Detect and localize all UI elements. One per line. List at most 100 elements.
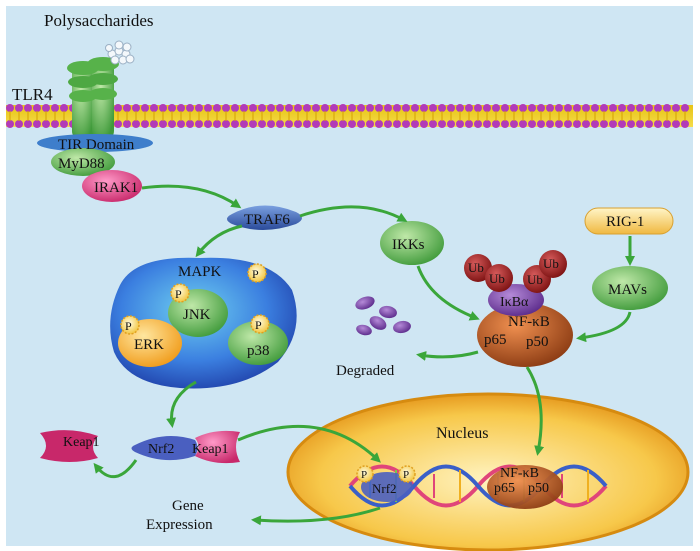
irak1-shape (82, 170, 142, 202)
lipid-head (483, 104, 491, 112)
lipid-head (276, 120, 284, 128)
lipid-head (348, 104, 356, 112)
rig1-label: RIG-1 (606, 214, 644, 230)
lipid-head (204, 120, 212, 128)
lipid-head (42, 120, 50, 128)
phospho-marker-mapk (247, 263, 267, 283)
lipid-head (384, 120, 392, 128)
tir-domain-shape (37, 134, 153, 152)
lipid-head (627, 104, 635, 112)
lipid-head (294, 104, 302, 112)
lipid-head (591, 120, 599, 128)
lipid-head (609, 120, 617, 128)
lipid-head (249, 104, 257, 112)
lipid-head (294, 120, 302, 128)
myd88-shape (51, 148, 115, 176)
gene-label-line2: Expression (146, 517, 213, 533)
keap1-bound-label: Keap1 (192, 442, 229, 457)
lipid-head (366, 104, 374, 112)
lipid-head (510, 104, 518, 112)
lipid-head (519, 120, 527, 128)
lipid-head (321, 104, 329, 112)
phospho-marker-erk (120, 315, 140, 335)
lipid-head (204, 104, 212, 112)
lipid-head (438, 104, 446, 112)
lipid-head (24, 104, 32, 112)
lipid-head (663, 104, 671, 112)
p-label-jnk: P (175, 287, 182, 301)
lipid-head (537, 104, 545, 112)
lipid-head (132, 120, 140, 128)
lipid-head (528, 120, 536, 128)
lipid-head (510, 120, 518, 128)
ub-label-4: Ub (543, 256, 559, 271)
lipid-head (339, 104, 347, 112)
rig1-shape (584, 207, 674, 235)
lipid-head (339, 120, 347, 128)
ikks-label: IKKs (392, 237, 425, 253)
arrow-keap1-release (93, 459, 138, 478)
phospho-marker-nrf2-left (356, 465, 374, 483)
lipid-head (123, 104, 131, 112)
ikba-label: IκBα (500, 295, 529, 310)
tlr4-label: TLR4 (12, 85, 53, 104)
nucleus-nrf2-label: Nrf2 (372, 481, 397, 496)
lipid-head (564, 104, 572, 112)
lipid-head (132, 104, 140, 112)
lipid-head (15, 104, 23, 112)
lipid-head (402, 104, 410, 112)
traf6-label: TRAF6 (244, 212, 290, 228)
lipid-head (672, 104, 680, 112)
lipid-head (654, 120, 662, 128)
lipid-head (519, 104, 527, 112)
lipid-head (15, 120, 23, 128)
lipid-head (141, 120, 149, 128)
nucleus-p50-label: p50 (528, 481, 549, 496)
lipid-head (222, 104, 230, 112)
arrow-gene-expression (251, 506, 381, 526)
lipid-head (420, 120, 428, 128)
lipid-head (51, 120, 59, 128)
lipid-head (429, 120, 437, 128)
lipid-head (330, 104, 338, 112)
myd88-label: MyD88 (58, 156, 105, 172)
ikks-shape (380, 221, 444, 265)
p-label-nrf2-left: P (361, 469, 367, 481)
lipid-head (60, 120, 68, 128)
lipid-head (474, 104, 482, 112)
irak1-label: IRAK1 (94, 180, 138, 196)
arrow-traf6-ikks (299, 205, 408, 222)
lipid-head (600, 104, 608, 112)
lipid-head (582, 120, 590, 128)
lipid-head (447, 104, 455, 112)
lipid-head (186, 120, 194, 128)
arrow-mapk-nrf2 (166, 380, 197, 428)
lipid-head (249, 120, 257, 128)
nucleus-nfkb-shape (487, 465, 563, 509)
lipid-head (375, 104, 383, 112)
lipid-head (465, 120, 473, 128)
ub-label-3: Ub (527, 272, 543, 287)
lipid-head (357, 104, 365, 112)
lipid-head (555, 104, 563, 112)
ub-label-2: Ub (489, 271, 505, 286)
degraded-label: Degraded (336, 363, 395, 379)
lipid-head (168, 104, 176, 112)
lipid-head (312, 104, 320, 112)
lipid-head (312, 120, 320, 128)
lipid-head (51, 104, 59, 112)
p38-label: p38 (247, 343, 270, 359)
lipid-head (627, 120, 635, 128)
lipid-head (636, 104, 644, 112)
nucleus-p65-label: p65 (494, 481, 515, 496)
lipid-head (33, 120, 41, 128)
phospho-marker-nrf2-right (398, 465, 416, 483)
arrow-irak1-traf6 (141, 184, 242, 209)
lipid-head (546, 120, 554, 128)
lipid-head (195, 104, 203, 112)
nucleus-label: Nucleus (436, 425, 488, 442)
p38-shape (228, 321, 288, 365)
lipid-head (546, 104, 554, 112)
lipid-head (33, 104, 41, 112)
lipid-head (645, 104, 653, 112)
